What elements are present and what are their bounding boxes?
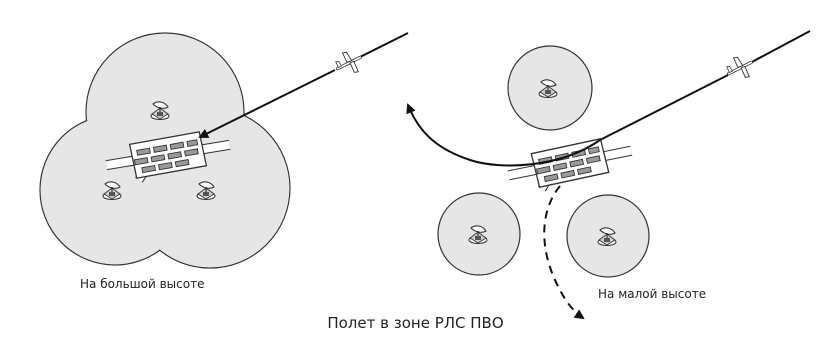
aircraft-icon [332,48,364,77]
high-altitude-scenario [39,32,409,269]
low-altitude-label: На малой высоте [598,287,707,301]
aircraft-icon [723,53,755,82]
flight-path-low-approach [599,30,811,141]
flight-path-low-evasion [406,103,601,167]
figure-caption: Полет в зоне РЛС ПВО [327,314,504,332]
flight-path-low-dashed [543,185,585,320]
high-altitude-label: На большой высоте [80,277,205,291]
low-altitude-scenario [406,30,811,320]
